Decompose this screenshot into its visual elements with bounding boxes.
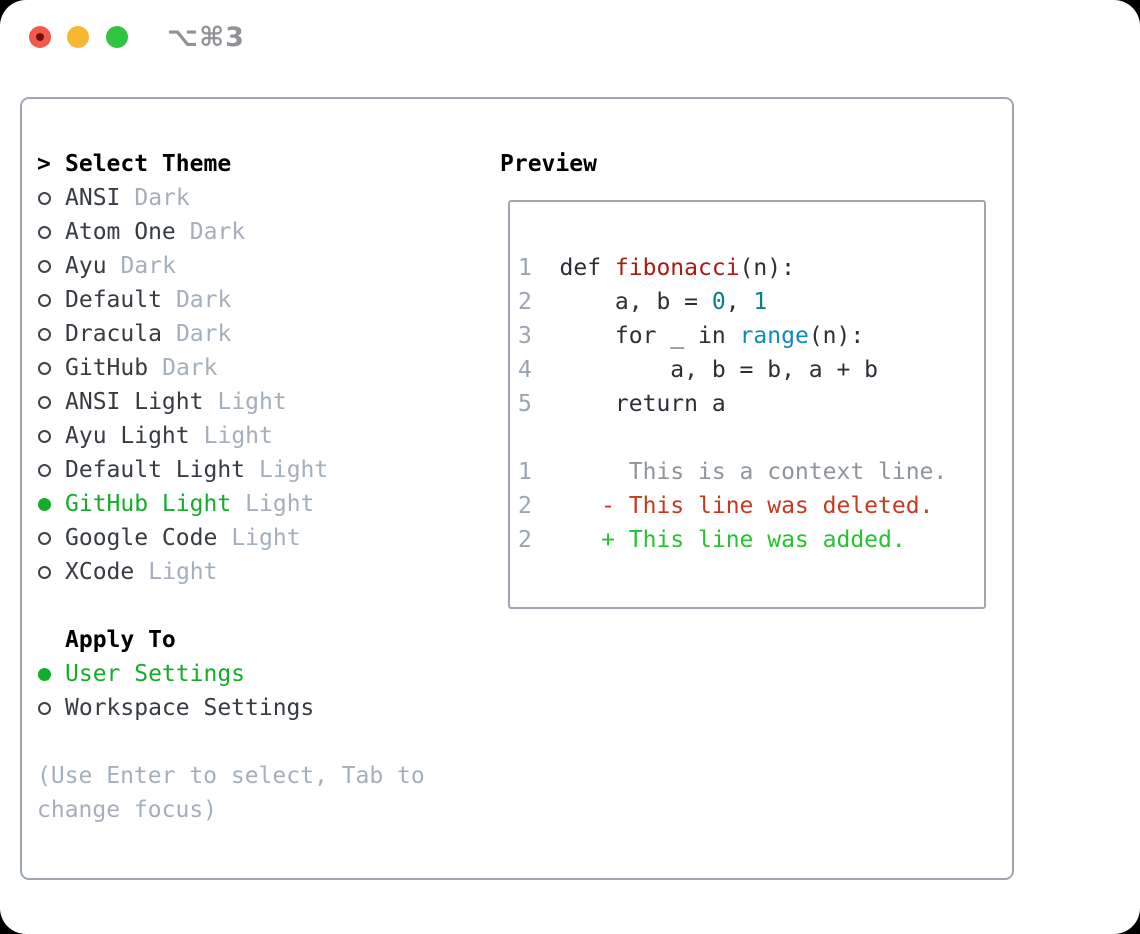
theme-option-default[interactable]: Default Dark (37, 283, 482, 317)
radio-icon (37, 565, 65, 579)
theme-option-label: Default (65, 287, 162, 313)
window-title: ⌥⌘3 (167, 22, 245, 53)
theme-variant-tag: Dark (175, 287, 232, 313)
theme-option-label: ANSI Light (65, 389, 204, 415)
radio-icon (37, 191, 65, 205)
radio-icon (37, 395, 65, 409)
apply-option-label: User Settings (65, 661, 246, 687)
theme-option-github[interactable]: GitHub Dark (37, 351, 482, 385)
focus-caret-icon: > (37, 151, 51, 177)
apply-title: Apply To (65, 627, 176, 653)
line-number: 1 (518, 459, 532, 485)
zoom-button[interactable] (106, 26, 128, 48)
minimize-button[interactable] (67, 26, 89, 48)
theme-option-label: GitHub (65, 355, 149, 381)
radio-icon (37, 327, 65, 341)
radio-selected-icon (37, 497, 65, 511)
line-number: 1 (518, 255, 532, 281)
theme-option-ayu-light[interactable]: Ayu Light Light (37, 419, 482, 453)
theme-list-header: > Select Theme (37, 147, 482, 181)
theme-option-github-light[interactable]: GitHub Light Light (37, 487, 482, 521)
theme-option-label: Atom One (65, 219, 176, 245)
line-number: 2 (518, 527, 532, 553)
theme-option-label: Google Code (65, 525, 218, 551)
theme-option-dracula[interactable]: Dracula Dark (37, 317, 482, 351)
theme-list-title: Select Theme (65, 151, 232, 177)
theme-option-google-code[interactable]: Google Code Light (37, 521, 482, 555)
radio-icon (37, 531, 65, 545)
theme-variant-tag: Dark (189, 219, 246, 245)
unsaved-dot-icon (36, 33, 44, 41)
theme-option-label: XCode (65, 559, 135, 585)
line-number: 3 (518, 323, 532, 349)
theme-variant-tag: Dark (120, 253, 176, 279)
line-number: 2 (518, 289, 532, 315)
theme-variant-tag: Light (203, 423, 273, 449)
theme-option-label: Ayu (65, 253, 107, 279)
theme-variant-tag: Light (217, 389, 287, 415)
theme-option-label: GitHub Light (65, 491, 232, 517)
theme-variant-tag: Light (148, 559, 218, 585)
line-number: 2 (518, 493, 532, 519)
theme-option-label: Dracula (65, 321, 162, 347)
theme-option-xcode[interactable]: XCode Light (37, 555, 482, 589)
hint-text: (Use Enter to select, Tab to change focu… (37, 759, 482, 827)
theme-option-label: Ayu Light (65, 423, 190, 449)
hint-line: change focus) (37, 797, 218, 823)
theme-option-ansi-light[interactable]: ANSI Light Light (37, 385, 482, 419)
theme-variant-tag: Light (245, 491, 315, 517)
title-bar: ⌥⌘3 (0, 0, 1140, 70)
line-number: 5 (518, 391, 532, 417)
radio-icon (37, 701, 65, 715)
theme-variant-tag: Dark (175, 321, 232, 347)
theme-option-atom-one[interactable]: Atom One Dark (37, 215, 482, 249)
theme-option-default-light[interactable]: Default Light Light (37, 453, 482, 487)
theme-variant-tag: Light (231, 525, 301, 551)
line-number: 4 (518, 357, 532, 383)
theme-option-ansi[interactable]: ANSI Dark (37, 181, 482, 215)
apply-option-workspace-settings[interactable]: Workspace Settings (37, 691, 482, 725)
hint-line: (Use Enter to select, Tab to (37, 763, 425, 789)
theme-variant-tag: Dark (162, 355, 218, 381)
theme-option-label: Default Light (65, 457, 246, 483)
theme-option-ayu[interactable]: Ayu Dark (37, 249, 482, 283)
theme-variant-tag: Dark (134, 185, 190, 211)
radio-icon (37, 361, 65, 375)
radio-icon (37, 259, 65, 273)
theme-option-label: ANSI (65, 185, 121, 211)
preview-header: Preview (500, 147, 597, 181)
radio-icon (37, 463, 65, 477)
radio-icon (37, 429, 65, 443)
preview-title: Preview (500, 151, 597, 177)
apply-option-user-settings[interactable]: User Settings (37, 657, 482, 691)
close-button[interactable] (29, 26, 51, 48)
theme-variant-tag: Light (259, 457, 329, 483)
apply-option-label: Workspace Settings (65, 695, 315, 721)
radio-icon (37, 225, 65, 239)
apply-header-row: Apply To (37, 623, 482, 657)
radio-selected-icon (37, 667, 65, 681)
radio-icon (37, 293, 65, 307)
